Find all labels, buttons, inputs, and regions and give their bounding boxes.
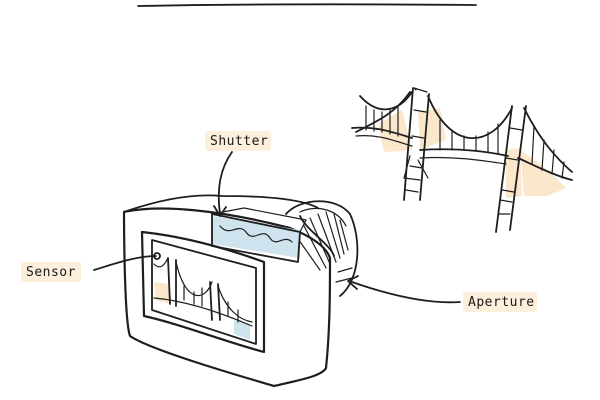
sensor-label: Sensor <box>26 265 76 280</box>
aperture-highlight <box>463 292 537 312</box>
shutter-label: Shutter <box>210 134 269 149</box>
shutter-highlight <box>205 131 271 151</box>
sensor-highlight <box>21 262 81 282</box>
aperture-leader <box>351 281 461 304</box>
top-rule <box>137 3 477 7</box>
aperture-lens <box>285 200 359 297</box>
sensor-leader <box>93 255 157 271</box>
aperture-label: Aperture <box>468 295 535 310</box>
camera-illustration <box>122 194 359 388</box>
shutter-leader <box>217 151 233 215</box>
bridge-illustration <box>351 87 573 233</box>
